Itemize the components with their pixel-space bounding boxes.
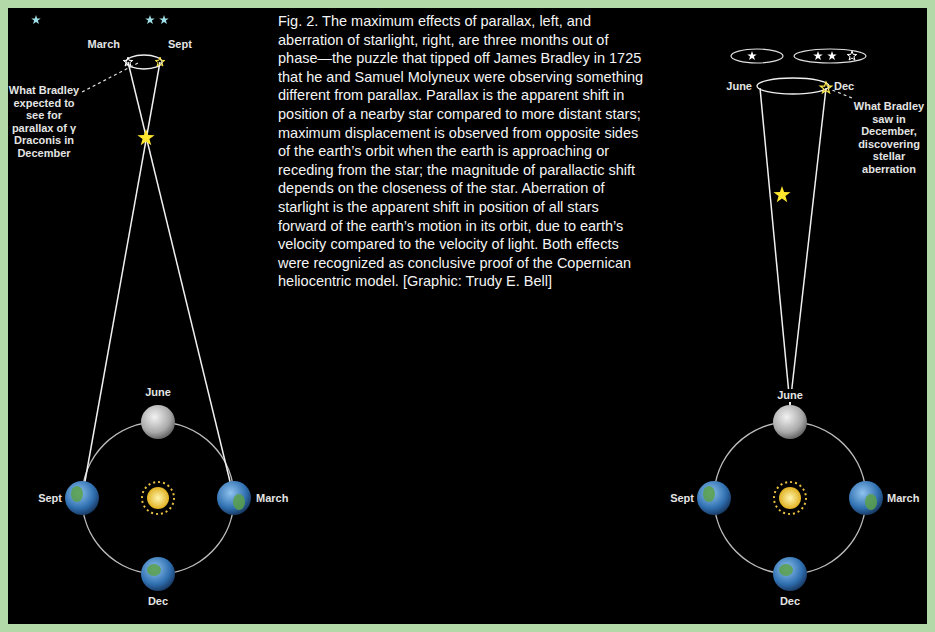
month-label: June bbox=[708, 80, 752, 93]
star-outline bbox=[820, 82, 831, 93]
leader-line bbox=[82, 62, 140, 92]
annotation: What Bradley expected to see for paralla… bbox=[4, 84, 84, 159]
gamma-draconis-star bbox=[773, 186, 790, 202]
month-label: June bbox=[138, 386, 178, 399]
month-label: March bbox=[256, 492, 300, 505]
background-star bbox=[31, 15, 41, 24]
background-star bbox=[827, 51, 837, 60]
gamma-draconis-star bbox=[137, 129, 154, 145]
sun bbox=[774, 482, 806, 514]
star-outline bbox=[123, 57, 133, 66]
month-label: Dec bbox=[834, 80, 874, 93]
aberration-ellipse bbox=[757, 78, 829, 94]
earth bbox=[697, 405, 883, 591]
month-label: March bbox=[76, 38, 120, 51]
month-label: Dec bbox=[138, 595, 178, 608]
earth bbox=[65, 405, 251, 591]
background-star bbox=[813, 51, 823, 60]
orbit bbox=[714, 422, 866, 574]
month-label: March bbox=[887, 492, 929, 505]
aberration-ellipse bbox=[794, 49, 866, 63]
aberration-figure bbox=[697, 49, 883, 591]
star-outline bbox=[847, 51, 857, 60]
aberration-ellipse bbox=[731, 49, 783, 63]
star-outline bbox=[155, 57, 165, 66]
month-label: June bbox=[775, 389, 805, 402]
month-label: Sept bbox=[20, 492, 62, 505]
month-label: Sept bbox=[650, 492, 694, 505]
figure-caption: Fig. 2. The maximum effects of parallax,… bbox=[278, 12, 644, 291]
orbit bbox=[82, 422, 234, 574]
background-star bbox=[159, 15, 169, 24]
sight-line bbox=[760, 88, 790, 405]
sight-line bbox=[790, 88, 826, 405]
sight-line bbox=[128, 62, 234, 498]
background-star bbox=[145, 15, 155, 24]
sun bbox=[142, 482, 174, 514]
background-star bbox=[747, 51, 757, 60]
month-label: Sept bbox=[168, 38, 208, 51]
annotation: What Bradley saw in December, discoverin… bbox=[852, 100, 926, 175]
month-label: Dec bbox=[770, 595, 810, 608]
